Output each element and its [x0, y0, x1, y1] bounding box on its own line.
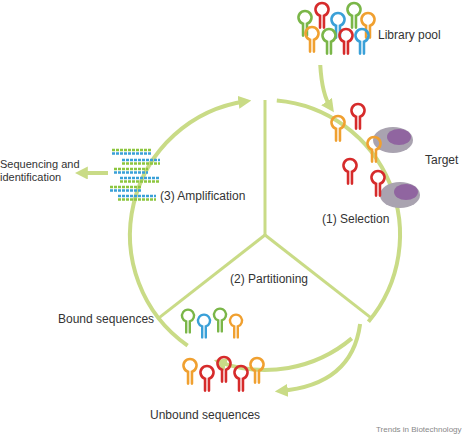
library-pool: Library pool — [290, 5, 468, 65]
aptamer — [340, 29, 353, 54]
cycle-arc — [130, 101, 246, 345]
aptamer — [184, 359, 197, 384]
flow-arrow — [280, 324, 360, 391]
dna-strand — [120, 177, 160, 180]
aptamer — [344, 159, 357, 184]
dna-strand — [114, 168, 148, 171]
node-label: Sequencing and identification — [0, 158, 80, 184]
dna-strand — [112, 149, 152, 152]
dna-strand — [118, 195, 156, 198]
node-label: Library pool — [378, 28, 441, 42]
unbound-sequences: Unbound sequences — [140, 360, 280, 422]
dna-strand — [114, 171, 148, 174]
partitioning-step: (2) Partitioning — [160, 258, 390, 324]
aptamer — [356, 29, 369, 54]
target-label: Target — [425, 153, 470, 169]
aptamer — [214, 309, 226, 332]
target-site — [387, 129, 411, 145]
aptamer — [182, 310, 194, 333]
dna-strands — [110, 150, 160, 200]
aptamer — [198, 315, 210, 338]
aptamer — [332, 13, 345, 38]
journal-watermark: Trends in Biotechnology — [376, 425, 462, 434]
aptamer — [235, 366, 248, 391]
aptamer — [306, 27, 319, 52]
node-label: (1) Selection — [322, 212, 389, 226]
dna-strand — [112, 152, 152, 155]
target-site — [394, 184, 418, 200]
node-label: (3) Amplification — [160, 189, 245, 203]
dna-strand — [122, 159, 160, 162]
aptamer — [332, 116, 345, 141]
aptamer — [372, 171, 385, 196]
aptamer — [348, 3, 361, 28]
aptamer — [368, 137, 381, 162]
node-label: Unbound sequences — [150, 408, 260, 422]
aptamer — [316, 3, 329, 28]
selection-step: (1) Selection Target — [300, 108, 472, 228]
target-cell — [380, 182, 420, 208]
node-label: Bound sequences — [58, 312, 154, 326]
dna-strand — [118, 198, 156, 201]
sequencing-output: Sequencing and identification — [0, 158, 80, 188]
node-label: (2) Partitioning — [230, 272, 308, 286]
flow-arrow — [80, 171, 108, 175]
aptamer — [201, 366, 214, 391]
dna-strand — [120, 180, 160, 183]
aptamer — [323, 29, 336, 54]
aptamer — [230, 315, 242, 338]
dna-strand — [122, 162, 160, 165]
amplification-step: (3) Amplification — [108, 145, 263, 205]
sector-divider — [264, 100, 267, 235]
dna-strand — [110, 186, 142, 189]
aptamer — [218, 357, 231, 382]
bound-sequences: Bound sequences — [40, 304, 235, 334]
aptamer — [251, 358, 264, 383]
aptamer — [352, 104, 365, 129]
node-label: Target — [425, 153, 458, 167]
dna-strand — [110, 189, 142, 192]
flow-arrow — [320, 65, 331, 108]
